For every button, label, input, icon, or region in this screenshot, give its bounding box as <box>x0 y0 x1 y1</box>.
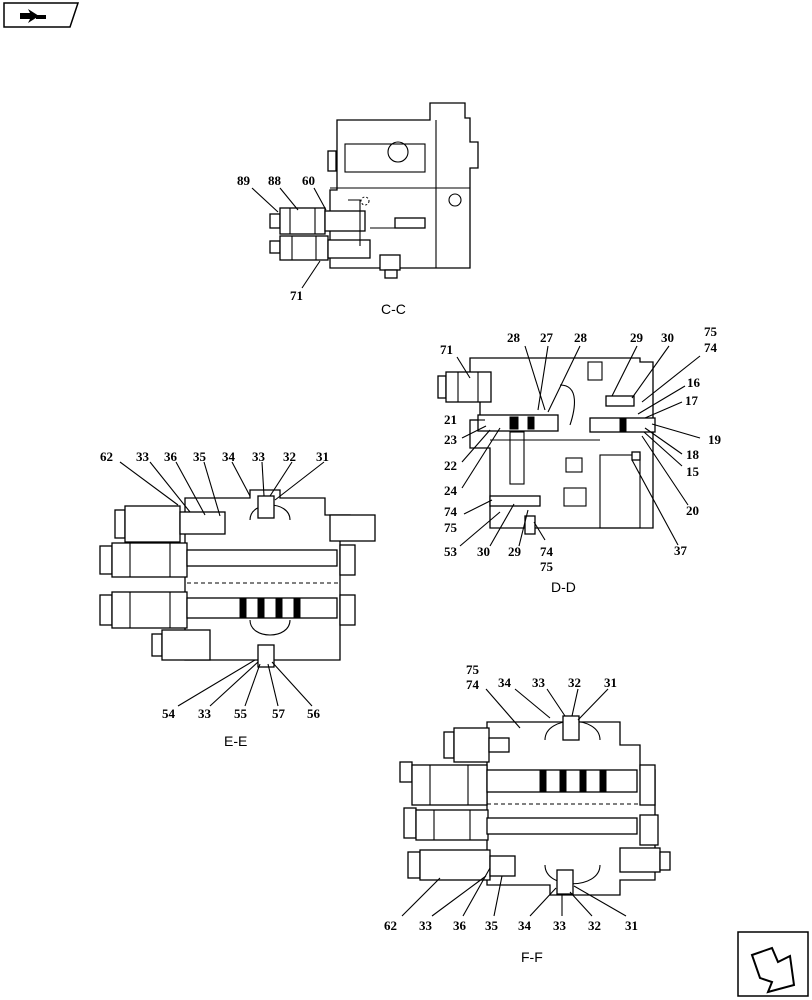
callout: 75 <box>444 520 458 535</box>
callout: 31 <box>316 449 329 464</box>
callout: 27 <box>540 330 554 345</box>
callout: 60 <box>302 173 315 188</box>
callout: 29 <box>508 544 522 559</box>
callout: 33 <box>136 449 150 464</box>
callout: 30 <box>661 330 674 345</box>
callout: 36 <box>453 918 467 933</box>
callout: 37 <box>674 543 688 558</box>
callout: 32 <box>283 449 296 464</box>
callout: 32 <box>568 675 581 690</box>
callout: 75 <box>704 324 718 339</box>
callout: 33 <box>419 918 433 933</box>
view-title-dd: D-D <box>551 579 576 595</box>
callout: 74 <box>704 340 718 355</box>
callout: 35 <box>193 449 207 464</box>
callout: 74 <box>466 677 480 692</box>
callout: 22 <box>444 458 457 473</box>
callout: 74 <box>444 504 458 519</box>
view-dd: 71 28 27 28 29 30 75 74 16 17 21 23 22 2… <box>437 324 722 595</box>
callout: 30 <box>477 544 490 559</box>
callout: 15 <box>686 464 700 479</box>
callout: 21 <box>444 412 457 427</box>
callout: 19 <box>708 432 722 447</box>
next-page-arrow-icon[interactable] <box>737 931 809 997</box>
callout: 75 <box>466 662 480 677</box>
callout: 28 <box>507 330 521 345</box>
view-ff: 75 74 34 33 32 31 62 33 36 35 34 33 32 3… <box>384 662 671 965</box>
callout: 24 <box>444 483 458 498</box>
callout: 89 <box>237 173 251 188</box>
callout: 33 <box>252 449 266 464</box>
callout: 20 <box>686 503 699 518</box>
callout: 34 <box>518 918 532 933</box>
callout: 71 <box>290 288 303 303</box>
callout: 29 <box>630 330 644 345</box>
callout: 31 <box>625 918 638 933</box>
callout: 17 <box>685 393 699 408</box>
view-title-ee: E-E <box>224 733 247 749</box>
view-cc: 89 88 60 71 C-C <box>237 102 479 317</box>
callout: 57 <box>272 706 286 721</box>
callout: 32 <box>588 918 601 933</box>
callout: 35 <box>485 918 499 933</box>
callout: 62 <box>384 918 397 933</box>
callout: 71 <box>440 342 453 357</box>
callout: 34 <box>498 675 512 690</box>
callout: 53 <box>444 544 458 559</box>
callout: 18 <box>686 447 700 462</box>
callout: 54 <box>162 706 176 721</box>
view-title-cc: C-C <box>381 301 406 317</box>
callout: 62 <box>100 449 113 464</box>
book-arrow-icon[interactable] <box>3 2 80 28</box>
callout: 16 <box>687 375 701 390</box>
callout: 75 <box>540 559 554 574</box>
callout: 31 <box>604 675 617 690</box>
callout: 23 <box>444 432 458 447</box>
callout: 55 <box>234 706 248 721</box>
callout: 88 <box>268 173 282 188</box>
view-title-ff: F-F <box>521 949 543 965</box>
callout: 33 <box>553 918 567 933</box>
callout: 34 <box>222 449 236 464</box>
callout: 33 <box>198 706 212 721</box>
callout: 36 <box>164 449 178 464</box>
callout: 74 <box>540 544 554 559</box>
view-ee: 62 33 36 35 34 33 32 31 54 33 55 57 56 E… <box>99 449 376 749</box>
callout: 56 <box>307 706 321 721</box>
callout: 33 <box>532 675 546 690</box>
callout: 28 <box>574 330 588 345</box>
